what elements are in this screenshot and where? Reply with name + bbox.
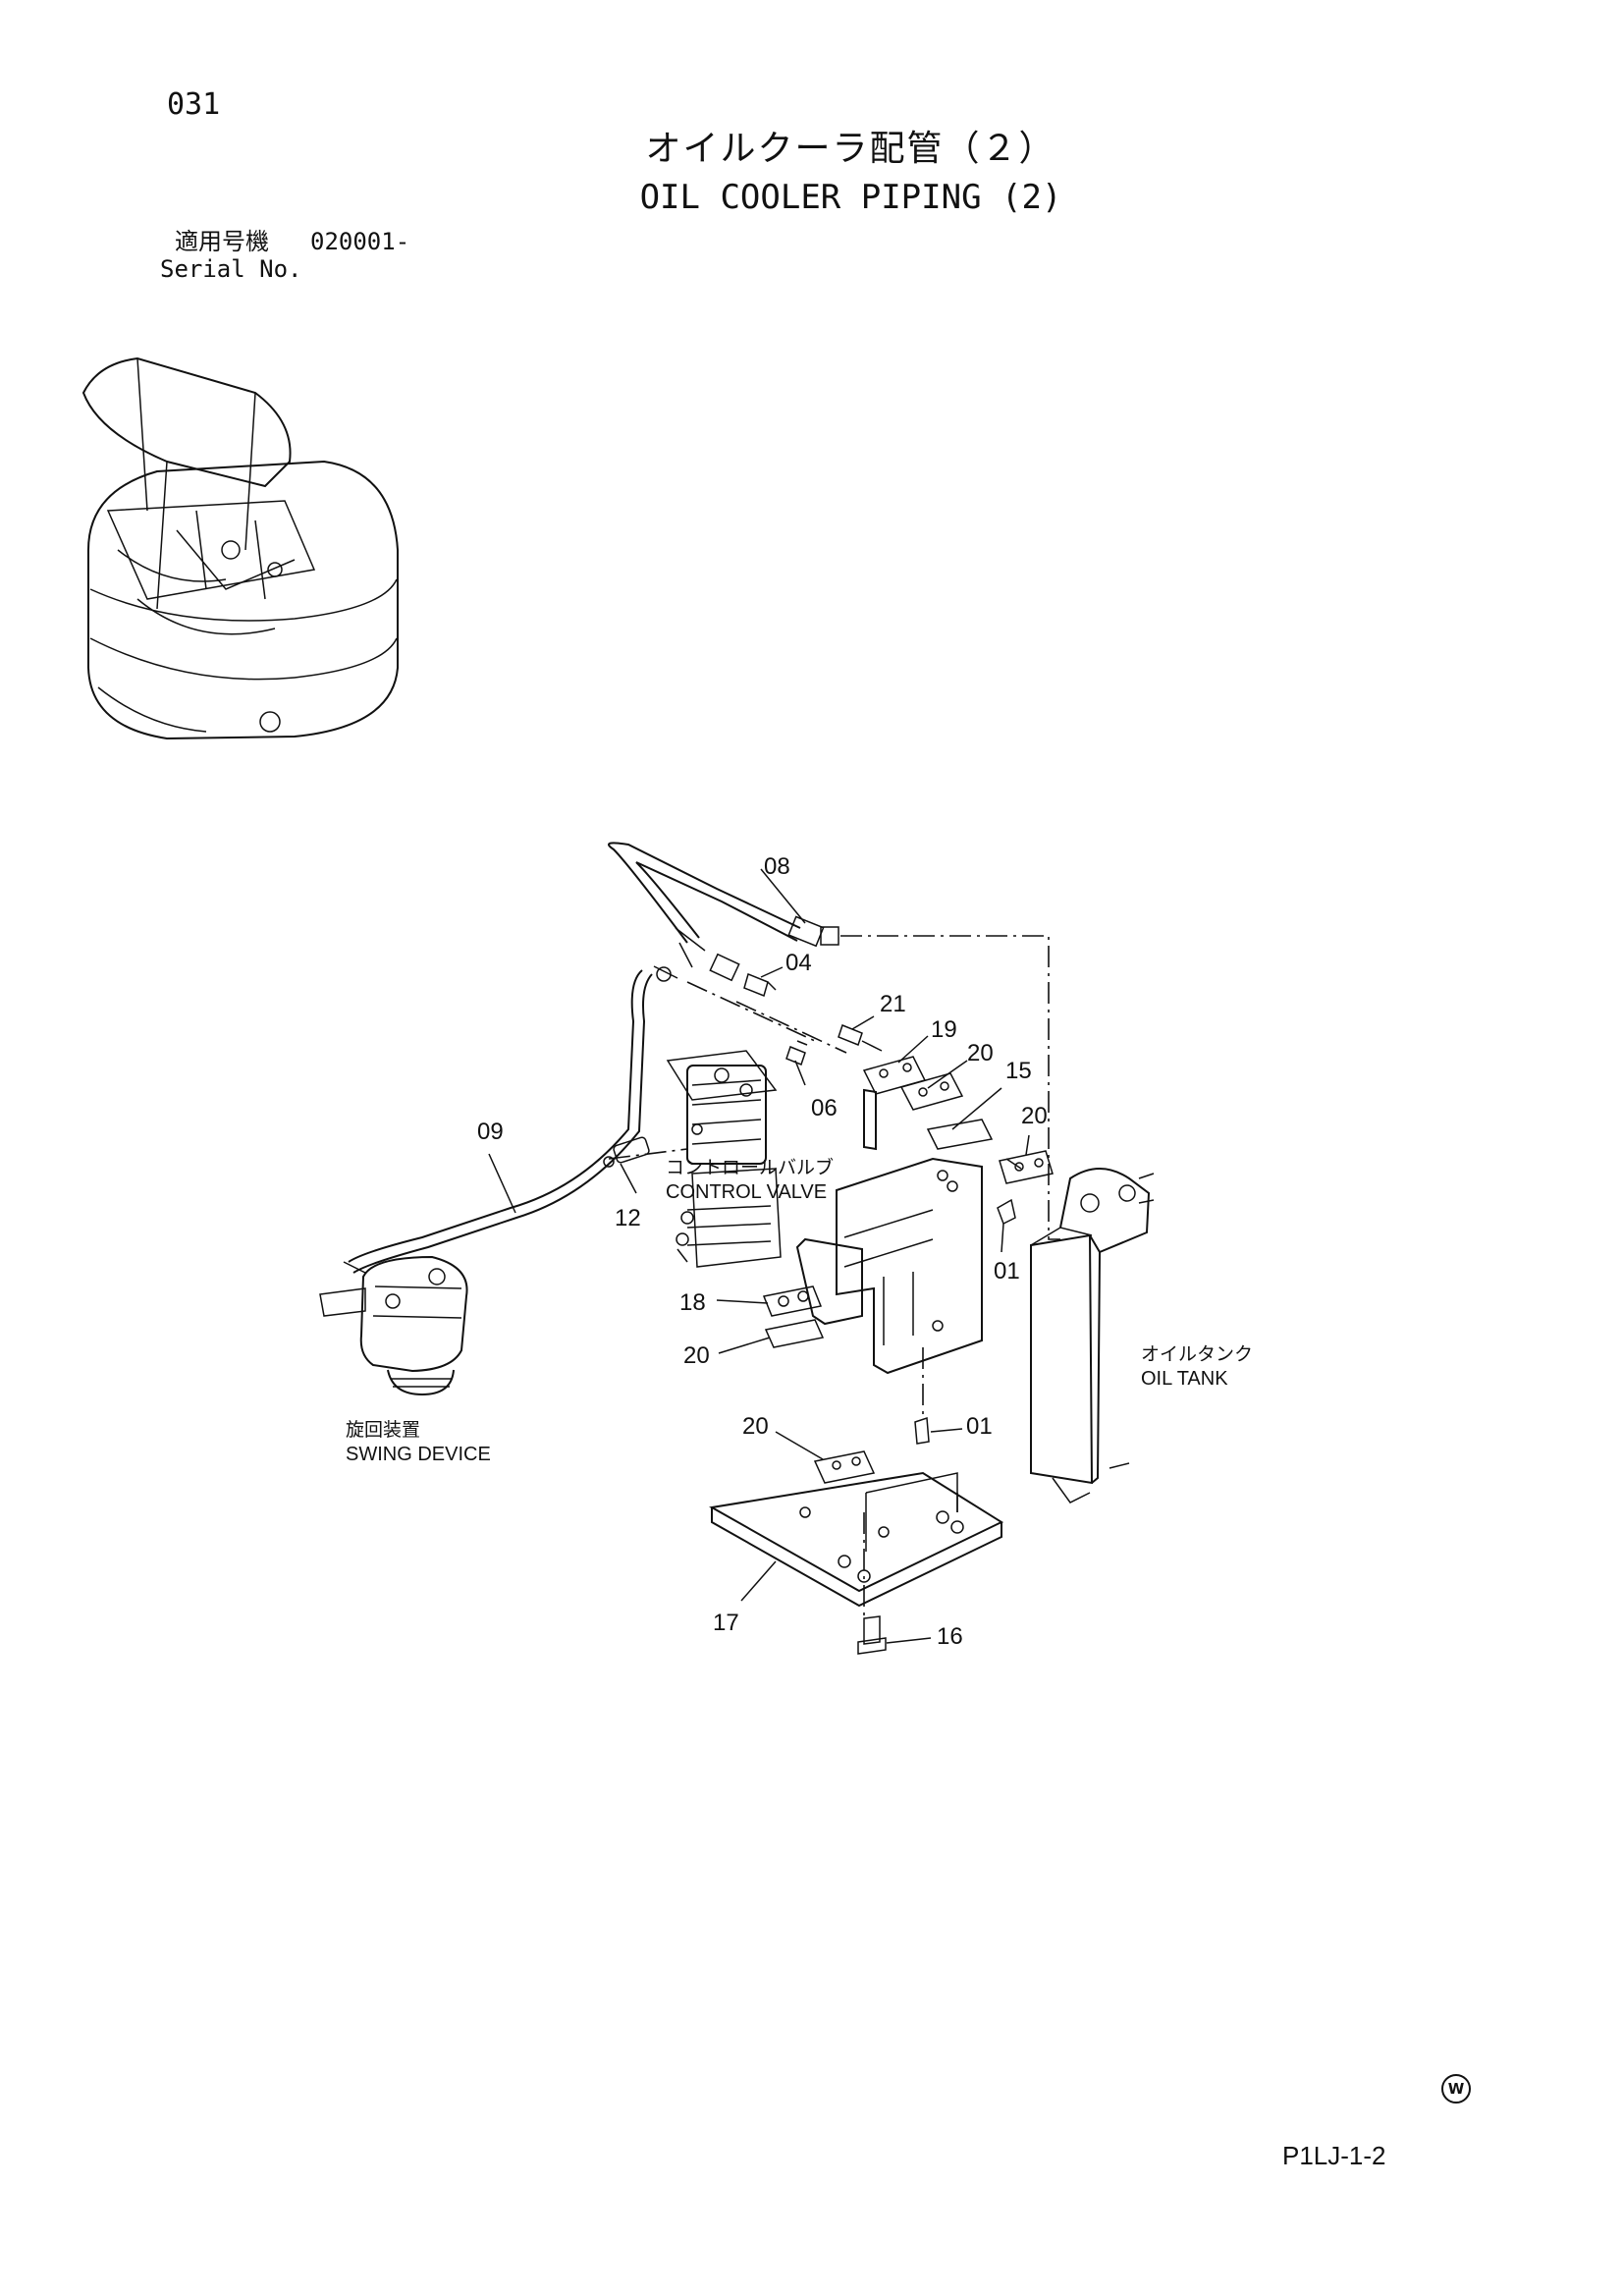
callout-16: 16	[937, 1623, 963, 1650]
callout-08: 08	[764, 853, 790, 880]
hose-09	[348, 965, 678, 1274]
callout-labels: 08 04 21 19 20 15 20 06 09 12 01 18 20 2…	[477, 853, 1048, 1650]
callout-18: 18	[679, 1289, 706, 1316]
page-title-jp: オイルクーラ配管（２）	[645, 129, 1056, 169]
fittings	[603, 972, 883, 1168]
control-valve-drawing	[666, 1050, 782, 1268]
callout-21: 21	[880, 991, 906, 1017]
oil-tank-label-en: OIL TANK	[1141, 1368, 1228, 1390]
plates	[762, 1056, 1054, 1484]
control-valve-label-en: CONTROL VALVE	[666, 1181, 827, 1203]
callout-15: 15	[1005, 1058, 1032, 1084]
leader-lines	[488, 868, 1030, 1644]
component-captions: コントロールバルブ CONTROL VALVE 旋回装置 SWING DEVIC…	[346, 1156, 1253, 1465]
callout-20-c: 20	[683, 1342, 710, 1369]
callout-12: 12	[615, 1205, 641, 1231]
callout-01-a: 01	[994, 1258, 1020, 1285]
hose-08	[608, 842, 839, 982]
bolts	[857, 1198, 1016, 1655]
publisher-mark: W	[1441, 2074, 1471, 2104]
oil-tank-label-jp: オイルタンク	[1141, 1343, 1253, 1365]
swing-device-label-en: SWING DEVICE	[346, 1444, 491, 1465]
control-valve-label-jp: コントロールバルブ	[666, 1156, 834, 1178]
page-title-en: OIL COOLER PIPING (2)	[639, 178, 1062, 217]
machine-overview-sketch	[81, 356, 399, 740]
page-number: 031	[167, 87, 221, 122]
serial-label-jp: 適用号機	[175, 228, 269, 255]
callout-04: 04	[785, 950, 812, 976]
callout-20-b: 20	[1021, 1103, 1048, 1129]
callout-17: 17	[713, 1610, 739, 1636]
callout-20-a: 20	[967, 1040, 994, 1066]
swing-device-drawing	[319, 1255, 468, 1396]
serial-value: 020001-	[310, 228, 410, 255]
swing-device-label-jp: 旋回装置	[346, 1419, 420, 1441]
footer-page-code: P1LJ-1-2	[1282, 2141, 1386, 2170]
oil-tank-drawing	[1030, 1168, 1155, 1503]
callout-06: 06	[811, 1095, 838, 1121]
alignment-lines	[608, 935, 1060, 1615]
callout-01-b: 01	[966, 1413, 993, 1440]
callout-19: 19	[931, 1016, 957, 1043]
callout-20-d: 20	[742, 1413, 769, 1440]
bracket-15	[795, 1088, 983, 1414]
callout-09: 09	[477, 1119, 504, 1145]
serial-label-en: Serial No.	[160, 255, 302, 283]
